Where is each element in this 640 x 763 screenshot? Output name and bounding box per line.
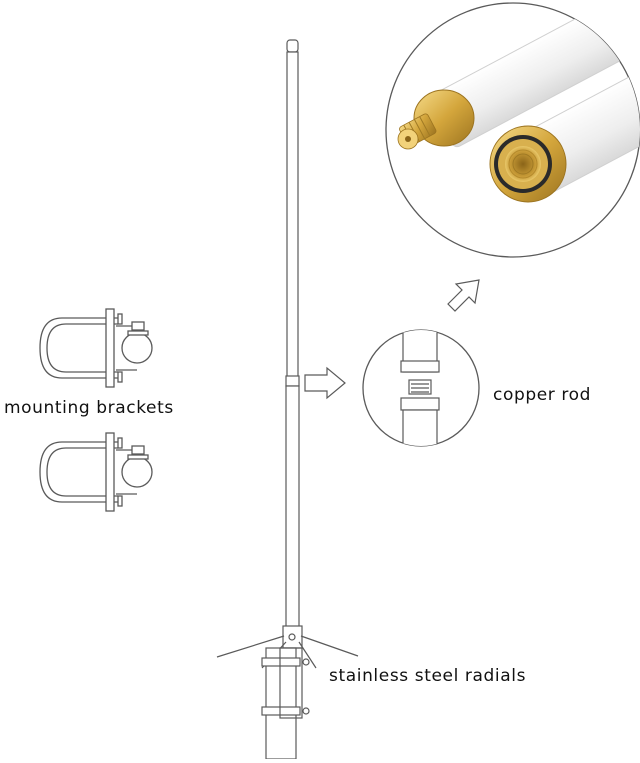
mounting-pole bbox=[261, 647, 310, 760]
lower-tube-sleeve bbox=[400, 397, 440, 411]
mounting-brackets-label: mounting brackets bbox=[4, 398, 174, 418]
radial-left bbox=[216, 635, 285, 658]
pole-bracket-plate bbox=[279, 647, 303, 719]
lower-tube-segment bbox=[402, 409, 438, 446]
copper-rod-detail-circle bbox=[385, 2, 640, 258]
arrow-right-icon bbox=[304, 366, 346, 400]
joint-detail-circle bbox=[362, 329, 480, 447]
copper-rod-label: copper rod bbox=[493, 385, 591, 405]
antenna-lower-section bbox=[285, 385, 300, 629]
radial-front-right bbox=[298, 641, 317, 669]
female-gold-connector bbox=[489, 125, 567, 203]
antenna-tip-cap bbox=[286, 39, 299, 53]
upper-tube-sleeve bbox=[400, 360, 440, 373]
mounting-bracket-icon bbox=[39, 308, 153, 388]
stainless-steel-radials-label: stainless steel radials bbox=[329, 666, 527, 686]
antenna-upper-section bbox=[286, 51, 299, 379]
arrow-up-right-icon bbox=[447, 279, 480, 312]
clamp-nut bbox=[302, 707, 310, 715]
pole-clamp-top bbox=[261, 657, 301, 667]
antenna-base-connector bbox=[282, 625, 303, 649]
antenna-joint bbox=[285, 375, 300, 387]
pole-clamp-bottom bbox=[261, 706, 301, 716]
radial-right bbox=[300, 635, 359, 657]
male-gold-connector bbox=[397, 89, 475, 150]
antenna-mast bbox=[282, 39, 303, 649]
clamp-nut bbox=[302, 658, 310, 666]
base-bolt bbox=[288, 633, 296, 641]
mounting-bracket-icon bbox=[39, 432, 153, 512]
